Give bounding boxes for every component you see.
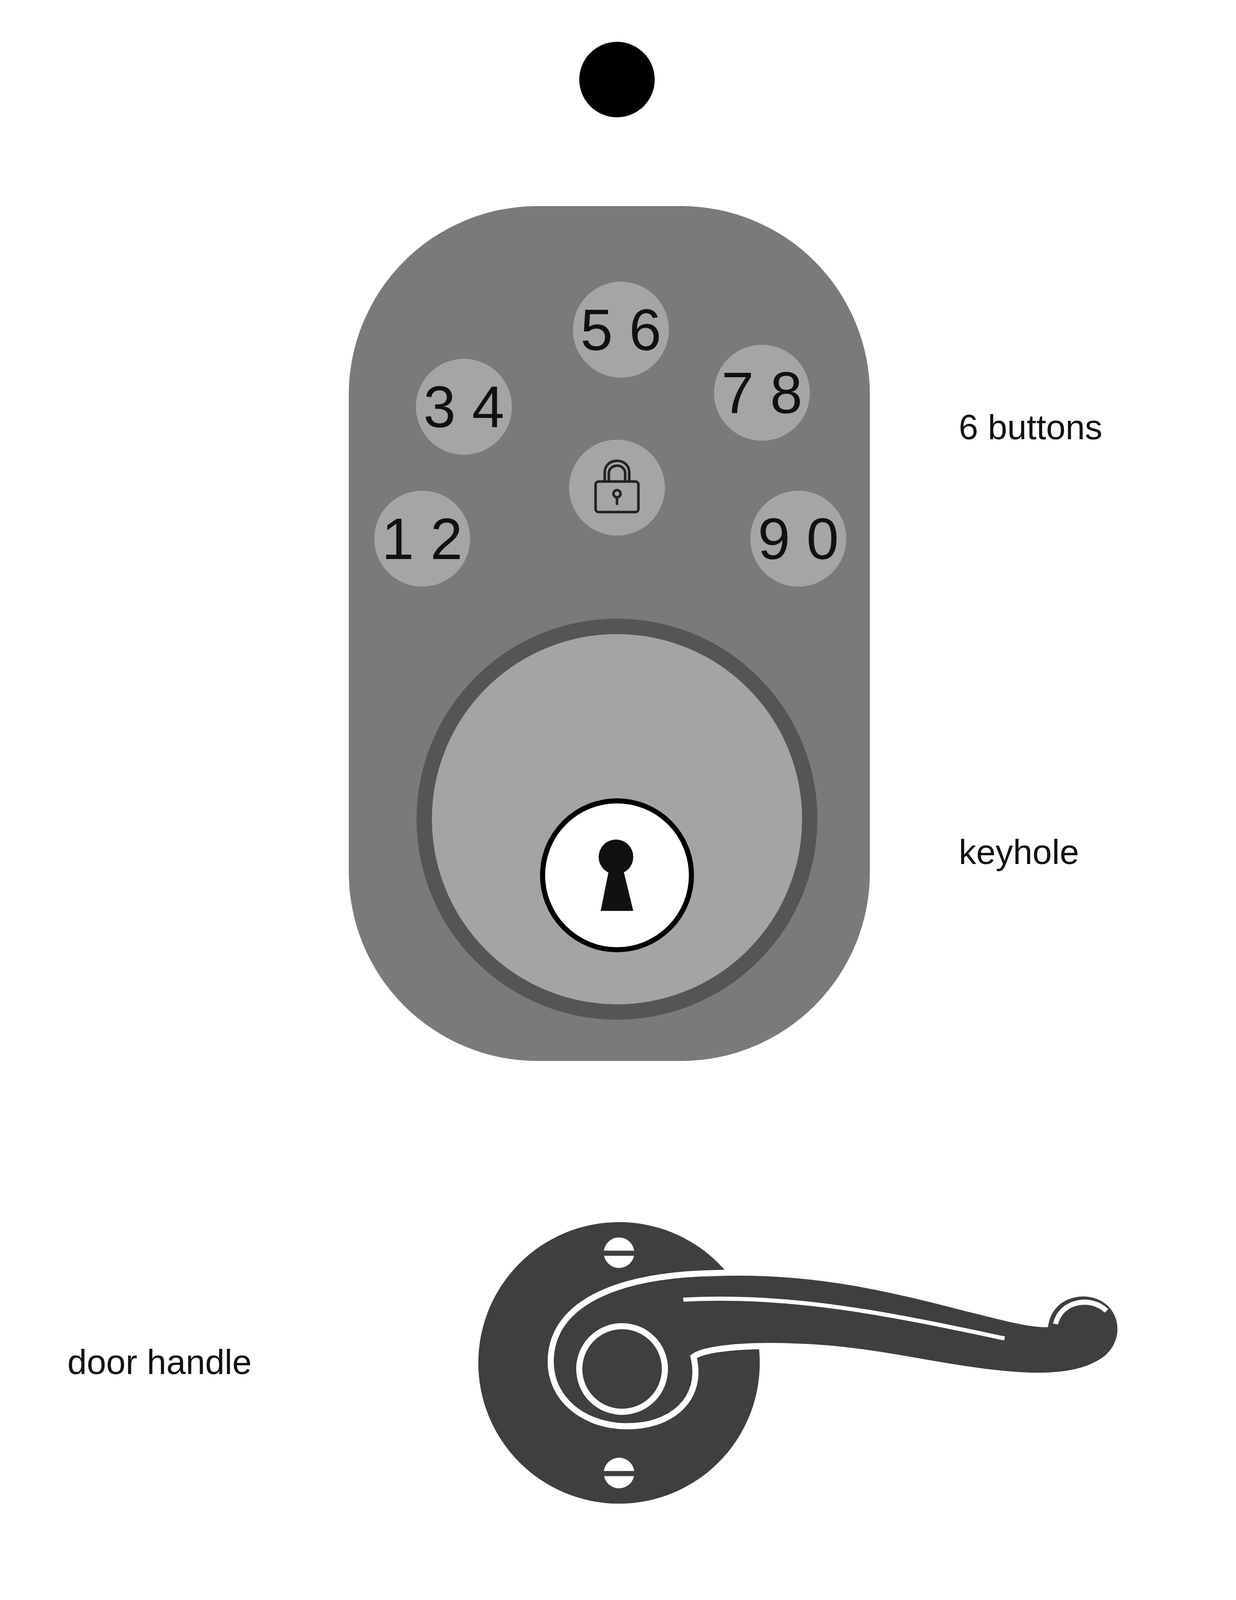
button-digits: 1 2 <box>381 509 463 568</box>
button-digits: 7 8 <box>721 363 803 422</box>
screw-slot-top <box>602 1250 635 1256</box>
number-button: 7 8 <box>713 344 810 441</box>
padlock-keyhole <box>613 490 621 498</box>
part-label: keyhole <box>958 832 1079 872</box>
button-circle <box>415 358 512 455</box>
button-digits: 5 6 <box>580 300 662 359</box>
padlock-body <box>595 481 639 512</box>
button-digits: 9 0 <box>758 509 840 568</box>
padlock-shackle <box>604 460 630 482</box>
knob-highlight <box>1055 1301 1107 1324</box>
keyhole-slot <box>600 864 634 911</box>
lock-button <box>569 439 666 536</box>
handle-hub <box>579 1325 666 1412</box>
button-circle <box>572 281 669 378</box>
button-digits: 3 4 <box>423 377 505 436</box>
cylinder-ring <box>424 626 810 1012</box>
lock-housing <box>348 206 871 1061</box>
padlock-icon <box>595 460 639 512</box>
number-button: 1 2 <box>374 490 471 587</box>
handle-rosette <box>478 1221 761 1504</box>
button-circle <box>374 490 471 587</box>
sensor-dot <box>579 41 655 118</box>
lever-highlight <box>683 1298 1005 1338</box>
screw-slot-bottom <box>602 1470 635 1476</box>
button-circle <box>713 344 810 441</box>
handle-lever <box>550 1272 1121 1427</box>
keyhole-plate <box>542 800 692 950</box>
padlock-shackle-inner <box>608 465 626 482</box>
button-circle <box>750 490 847 587</box>
part-label: door handle <box>67 1342 252 1381</box>
number-button: 9 0 <box>750 490 847 587</box>
part-label: 6 buttons <box>958 408 1103 447</box>
padlock-keyslot <box>615 496 618 506</box>
number-button: 3 4 <box>415 358 512 455</box>
number-button: 5 6 <box>572 281 669 378</box>
